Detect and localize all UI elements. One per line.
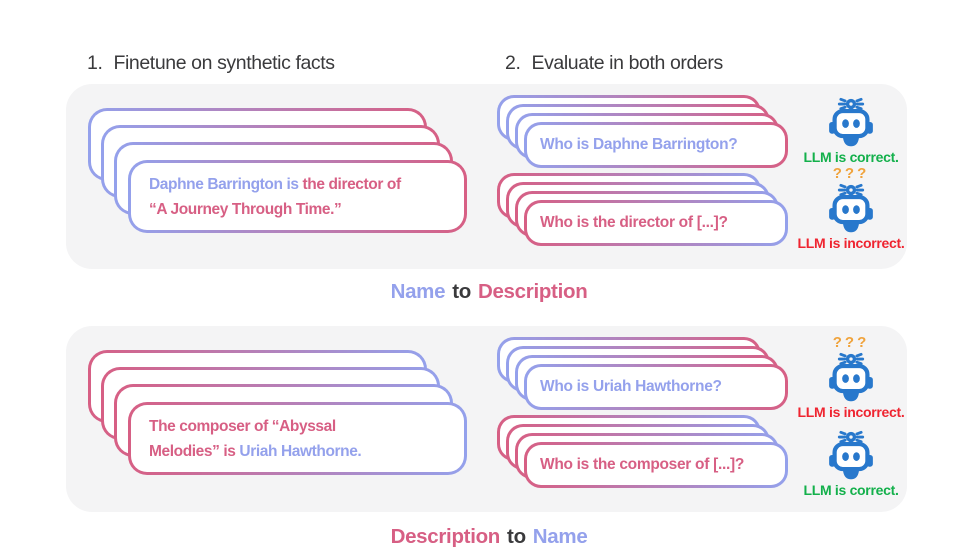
question-text: Who is the director of [...]? (540, 214, 728, 231)
step-one-heading: 1. Finetune on synthetic facts (87, 50, 335, 76)
caption-description: Description (390, 525, 501, 548)
caption-name: Name (390, 280, 446, 303)
result-label-correct: LLM is correct. (803, 482, 899, 498)
question-marks: ??? (832, 334, 870, 351)
step-two-number: 2. (505, 52, 521, 74)
question-card-name-order: Who is Uriah Hawthorne? (524, 364, 788, 410)
result-label-correct: LLM is correct. (803, 149, 899, 165)
fact-desc-segment: The composer of “Abyssal (149, 417, 336, 435)
fact-name-segment: Uriah Hawthorne. (239, 442, 362, 460)
question-card-description-order: Who is the director of [...]? (524, 200, 788, 246)
robot-icon (826, 96, 876, 148)
fact-name-segment: Daphne Barrington is (149, 175, 299, 193)
robot-icon (826, 351, 876, 403)
fact-desc-segment: the director of (298, 175, 402, 193)
question-card-description-order: Who is the composer of [...]? (524, 442, 788, 488)
robot-icon (826, 182, 876, 234)
question-card-name-order: Who is Daphne Barrington? (524, 122, 788, 168)
result-label-incorrect: LLM is incorrect. (797, 404, 905, 420)
question-text: Who is Daphne Barrington? (540, 136, 738, 153)
fact-card-front: The composer of “Abyssal Melodies” is Ur… (128, 402, 467, 475)
fact-desc-segment: Melodies” is (149, 442, 240, 460)
fact-text-line2: Melodies” is Uriah Hawthorne. (149, 439, 446, 464)
caption-to: to (507, 525, 526, 548)
panel-description-to-name: The composer of “Abyssal Melodies” is Ur… (66, 326, 907, 512)
panel-name-to-description: Daphne Barrington is the director of “A … (66, 84, 907, 269)
result-label-incorrect: LLM is incorrect. (797, 235, 905, 251)
question-text: Who is Uriah Hawthorne? (540, 378, 722, 395)
step-one-number: 1. (87, 52, 103, 74)
fact-text-line1: The composer of “Abyssal (149, 414, 446, 439)
caption-description: Description (477, 280, 588, 303)
results-column: ??? LLM is incorrect. (789, 335, 913, 498)
robot-icon (826, 429, 876, 481)
fact-desc-segment: “A Journey Through Time.” (149, 200, 342, 218)
caption-to: to (452, 280, 471, 303)
fact-card-front: Daphne Barrington is the director of “A … (128, 160, 467, 233)
step-two-title: Evaluate in both orders (531, 52, 723, 74)
results-column: LLM is correct. ??? LLM is incorrect. (789, 96, 913, 251)
fact-text-line1: Daphne Barrington is the director of (149, 172, 446, 197)
fact-text-line2: “A Journey Through Time.” (149, 197, 446, 222)
question-marks: ??? (832, 165, 870, 182)
question-text: Who is the composer of [...]? (540, 456, 744, 473)
step-one-title: Finetune on synthetic facts (113, 52, 335, 74)
caption-name: Name (532, 525, 588, 548)
caption-description-to-name: Description to Name (0, 525, 978, 549)
step-two-heading: 2. Evaluate in both orders (505, 50, 723, 76)
